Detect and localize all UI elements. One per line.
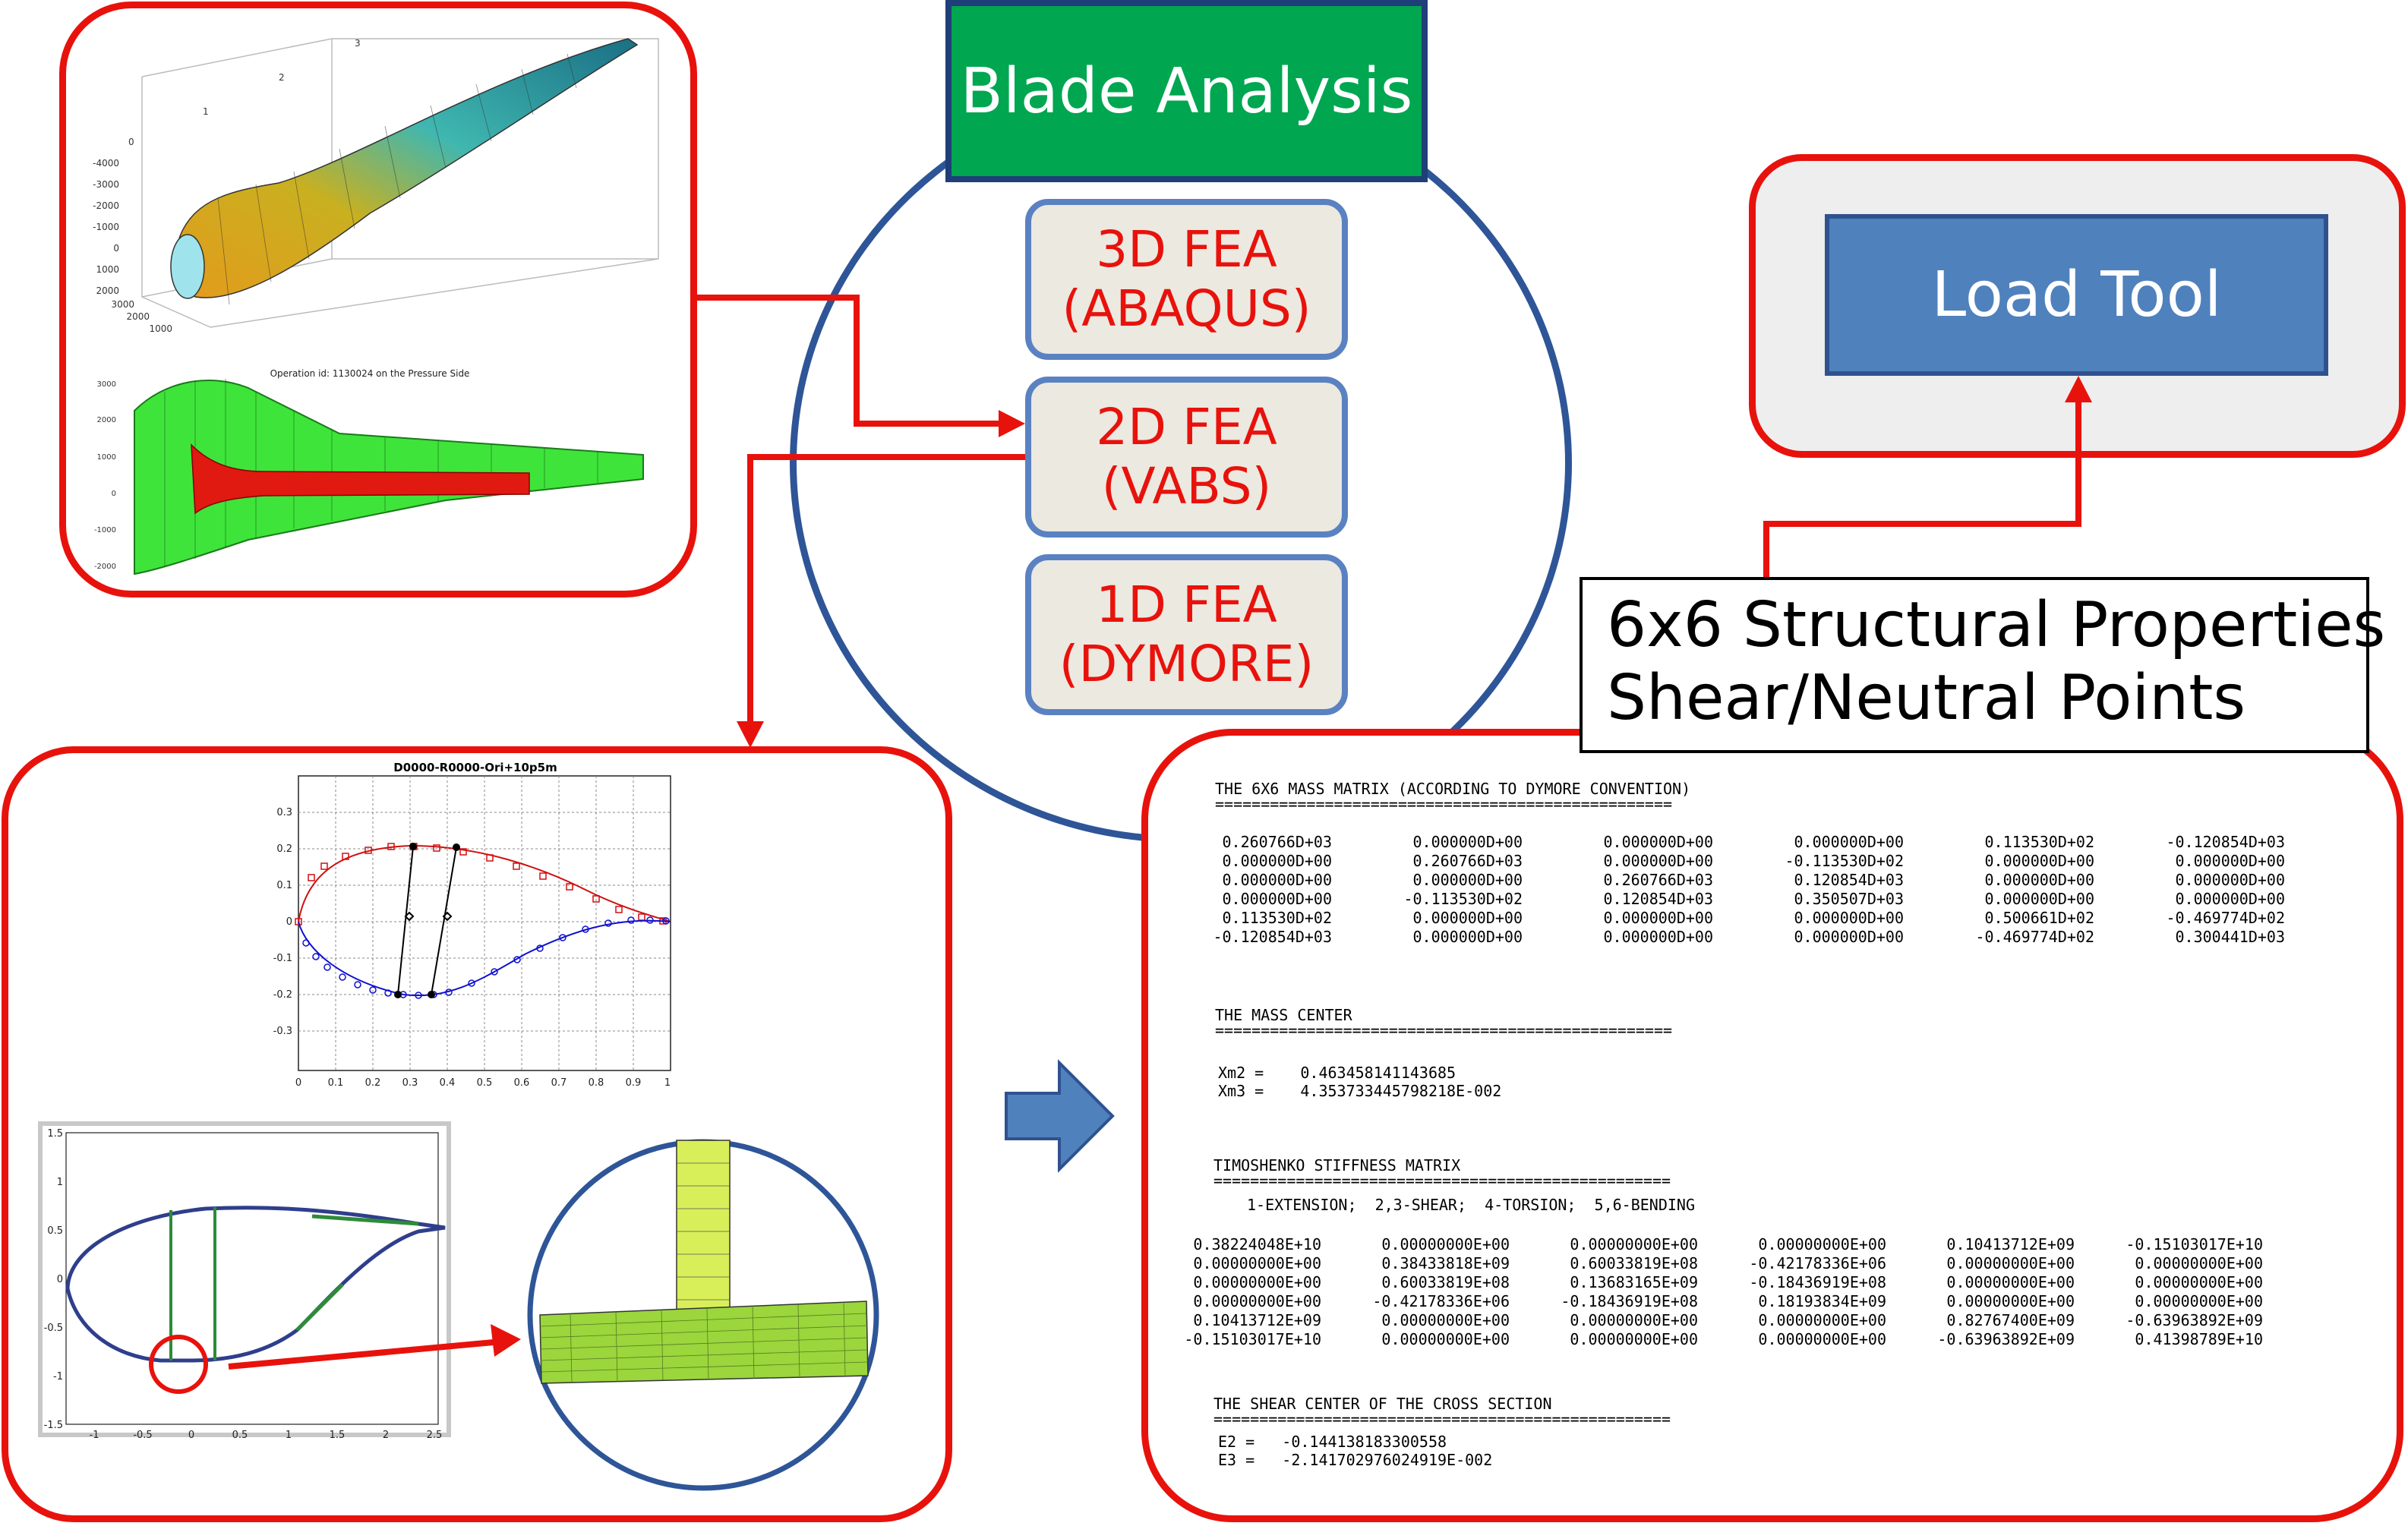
section-to-output-arrow bbox=[1006, 1063, 1112, 1169]
arrow-props-to-load bbox=[1766, 399, 2078, 577]
arrow-head-section bbox=[737, 721, 764, 748]
arrow-2dfea-to-section bbox=[750, 457, 1025, 725]
arrow-blade-to-2dfea bbox=[693, 298, 1002, 424]
arrow-head-load bbox=[2065, 376, 2092, 402]
arrow-head-2dfea bbox=[999, 410, 1025, 437]
